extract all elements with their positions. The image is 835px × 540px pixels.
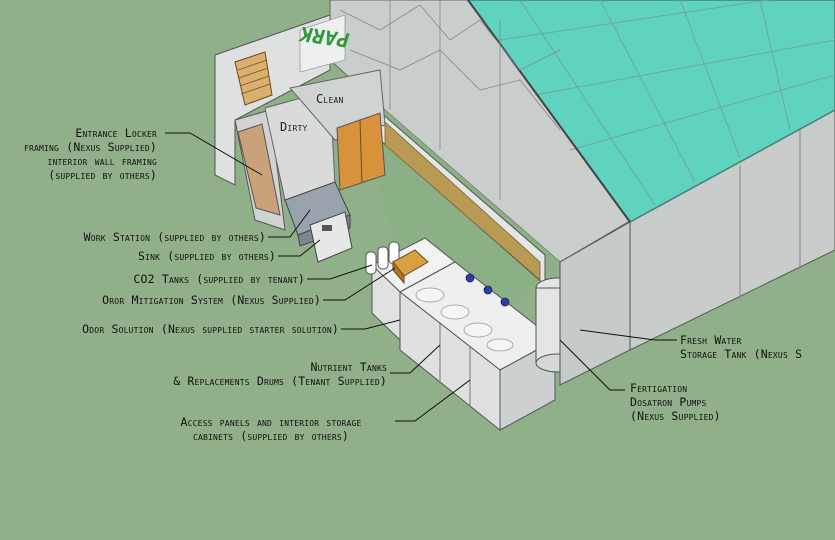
room-label-clean: Clean xyxy=(316,92,344,106)
label-fertigation-line2: Dosatron Pumps xyxy=(630,395,707,409)
label-access-panels: Access panels and interior storage cabin… xyxy=(146,415,396,443)
sink xyxy=(309,211,353,263)
label-entrance-locker-line2: framing (Nexus Supplied) xyxy=(23,140,157,154)
label-nutrient-tanks: Nutrient Tanks & Replacements Drums (Ten… xyxy=(173,360,387,388)
sign-panel xyxy=(299,14,346,73)
label-entrance-locker: Entrance Locker framing (Nexus Supplied)… xyxy=(24,126,157,182)
label-work-station: Work Station (supplied by others) xyxy=(83,230,266,244)
truss xyxy=(339,0,561,200)
label-entrance-locker-line3: interior wall framing xyxy=(47,154,157,168)
label-odor-solution: Odor Solution (Nexus supplied starter so… xyxy=(82,322,339,336)
dosatron-pumps xyxy=(465,273,510,307)
nutrient-drums xyxy=(415,287,514,352)
locker-door xyxy=(237,123,281,216)
leader-lines xyxy=(165,132,677,422)
label-entrance-locker-line1: Entrance Locker xyxy=(75,126,157,140)
label-fertigation: Fertigation Dosatron Pumps (Nexus Suppli… xyxy=(630,381,721,423)
label-nutrient-tanks-line2: & Replacements Drums (Tenant Supplied) xyxy=(173,374,387,388)
roof-ridge xyxy=(467,0,631,223)
label-sink: Sink (supplied by others) xyxy=(137,249,276,263)
label-fresh-water-line2: Storage Tank (Nexus S xyxy=(680,347,803,361)
label-co2-tanks: CO2 Tanks (supplied by tenant) xyxy=(133,272,305,286)
label-access-panels-line1: Access panels and interior storage xyxy=(180,415,362,429)
label-nutrient-tanks-line1: Nutrient Tanks xyxy=(310,360,387,374)
label-fertigation-line3: (Nexus Supplied) xyxy=(630,409,721,423)
sign-text: PARK xyxy=(296,22,353,52)
end-wall xyxy=(559,221,631,386)
label-fertigation-line1: Fertigation xyxy=(630,381,688,395)
room-label-dirty: Dirty xyxy=(280,120,308,134)
evap-pad xyxy=(384,121,541,281)
label-access-panels-line2: cabinets (supplied by others) xyxy=(192,429,349,443)
label-odor-mitigation: Oror Mitigation System (Nexus Supplied) xyxy=(102,293,321,307)
label-entrance-locker-line4: (supplied by others) xyxy=(48,168,157,182)
co2-tank-group xyxy=(365,241,400,275)
roof-mullions xyxy=(499,0,835,206)
label-fresh-water: Fresh Water Storage Tank (Nexus S xyxy=(680,333,802,361)
exhaust-fan xyxy=(234,51,273,106)
label-fresh-water-line1: Fresh Water xyxy=(680,333,742,347)
